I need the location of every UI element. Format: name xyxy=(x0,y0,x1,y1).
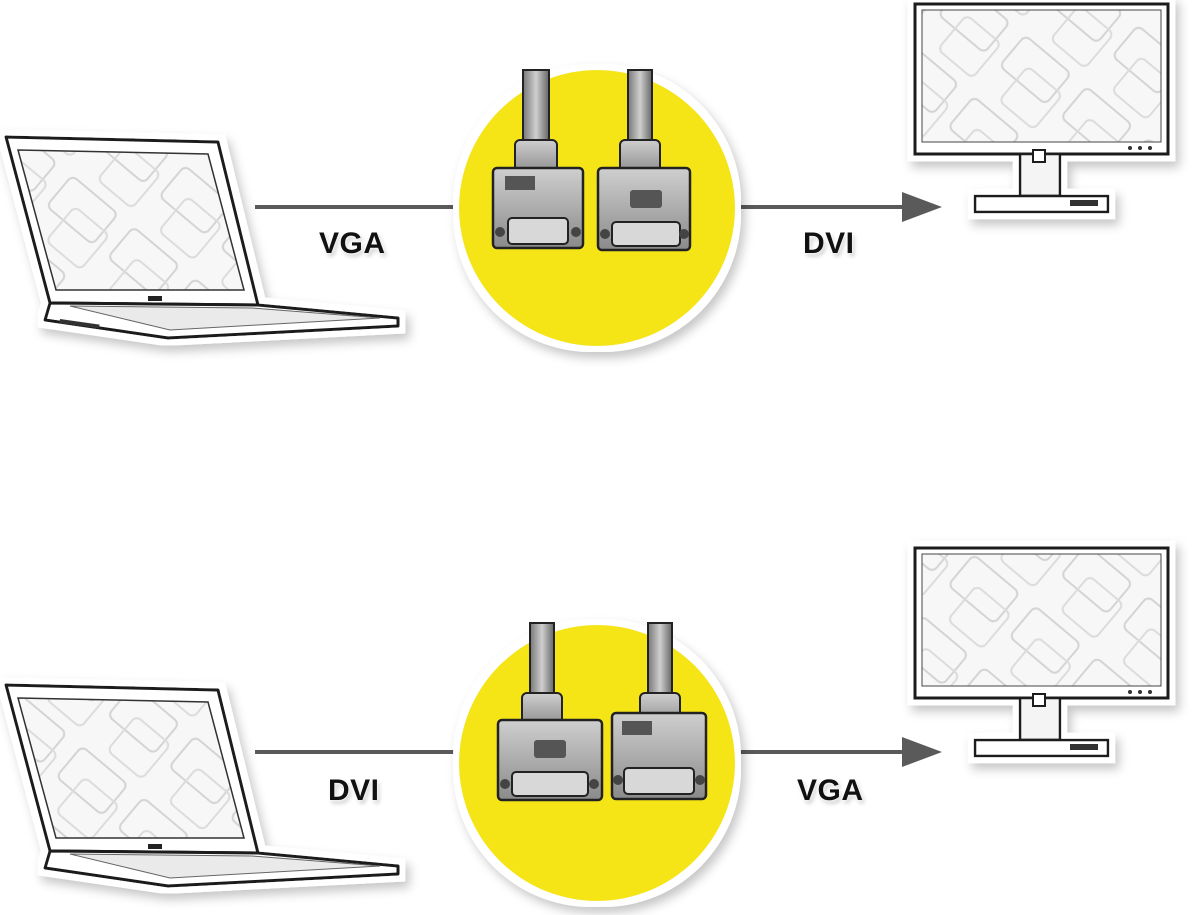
left-port-label: DVI xyxy=(328,774,380,807)
laptop-icon xyxy=(4,135,400,340)
laptop-icon xyxy=(4,683,400,888)
dvi-connector-icon xyxy=(496,622,604,802)
connection-row-2: DVI VGA xyxy=(0,458,1200,915)
left-port-label: VGA xyxy=(319,227,386,260)
connection-row-1: VGA DVI xyxy=(0,0,1200,457)
arrow-right-icon xyxy=(730,192,942,222)
monitor-icon xyxy=(913,546,1170,758)
row-2-diagram xyxy=(4,546,1170,901)
dvi-connector-icon xyxy=(596,69,692,252)
vga-connector-icon xyxy=(491,69,585,250)
right-port-label: DVI xyxy=(803,227,855,260)
row-1-diagram xyxy=(4,2,1170,346)
arrow-right-icon xyxy=(730,737,942,767)
right-port-label: VGA xyxy=(797,774,864,807)
monitor-icon xyxy=(913,2,1170,214)
vga-connector-icon xyxy=(610,622,708,801)
